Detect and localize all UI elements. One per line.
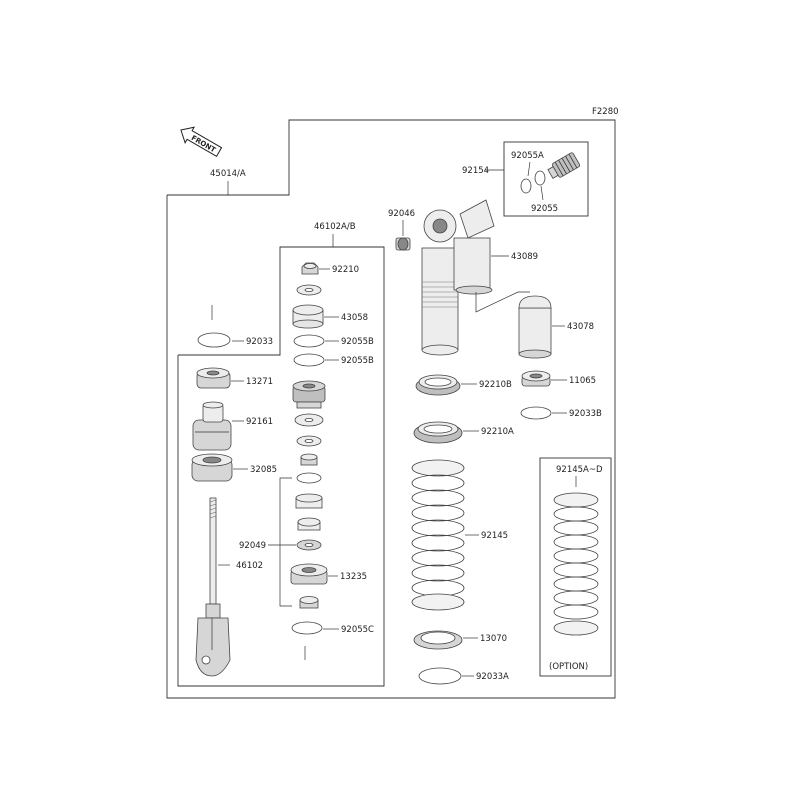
rod-assembly-label: 46102A/B — [314, 222, 356, 232]
assembly-label: 45014/A — [210, 169, 246, 179]
guard-32085 — [191, 453, 233, 482]
bushing-92046 — [395, 237, 411, 251]
svg-text:92145A~D: 92145A~D — [556, 465, 603, 475]
svg-text:92033B: 92033B — [569, 409, 602, 419]
cap-11065 — [521, 370, 551, 387]
svg-text:13235: 13235 — [340, 572, 367, 582]
svg-text:43078: 43078 — [567, 322, 594, 332]
valve-collar — [295, 493, 323, 509]
svg-text:92055: 92055 — [531, 204, 558, 214]
svg-text:92033: 92033 — [246, 337, 273, 347]
adjuster-box — [503, 141, 589, 217]
option-label: (OPTION) — [549, 662, 588, 672]
svg-text:92049: 92049 — [239, 541, 266, 551]
svg-text:32085: 32085 — [250, 465, 277, 475]
circlip-92033 — [197, 332, 231, 348]
svg-text:11065: 11065 — [569, 376, 596, 386]
adjuster-nut-92210a — [413, 421, 463, 444]
circlip-92033b — [520, 406, 552, 420]
svg-text:13271: 13271 — [246, 377, 273, 387]
nut-92210 — [301, 262, 319, 275]
svg-text:92055B: 92055B — [341, 337, 374, 347]
spring-92145 — [411, 459, 465, 611]
svg-text:92210A: 92210A — [481, 427, 514, 437]
o-ring-92055b-2 — [293, 353, 325, 367]
adjuster-valve — [547, 152, 581, 179]
svg-text:46102: 46102 — [236, 561, 263, 571]
nut-stack — [300, 453, 318, 466]
o-ring-92055 — [534, 170, 546, 186]
collar-43058 — [292, 304, 324, 329]
seal-head — [292, 380, 326, 409]
svg-text:92055A: 92055A — [511, 151, 544, 161]
front-arrow-icon: FRONT — [180, 126, 223, 158]
o-ring-92055b-1 — [293, 334, 325, 348]
svg-text:92145: 92145 — [481, 531, 508, 541]
ring-a — [296, 472, 322, 484]
piston-rod-46102 — [195, 497, 231, 677]
piston-13235 — [290, 563, 328, 585]
svg-text:92210B: 92210B — [479, 380, 512, 390]
spacer — [297, 517, 321, 531]
svg-text:92055C: 92055C — [341, 625, 374, 635]
svg-text:43058: 43058 — [341, 313, 368, 323]
svg-text:92055B: 92055B — [341, 356, 374, 366]
circlip-92033a — [418, 667, 462, 685]
svg-text:92033A: 92033A — [476, 672, 509, 682]
svg-text:92161: 92161 — [246, 417, 273, 427]
o-ring-92055c — [291, 621, 323, 635]
svg-text:92046: 92046 — [388, 209, 415, 219]
optional-spring-92145a-d — [553, 492, 599, 636]
svg-text:92210: 92210 — [332, 265, 359, 275]
lock-nut-92210b — [415, 374, 461, 396]
shock-body-43089 — [421, 199, 495, 356]
assembly-outline — [166, 119, 616, 699]
svg-text:92154: 92154 — [462, 166, 489, 176]
reservoir-43078 — [518, 295, 552, 359]
svg-text:43089: 43089 — [511, 252, 538, 262]
cap-13271 — [196, 367, 231, 389]
spring-seat-13070 — [413, 630, 463, 650]
o-ring-92055a — [520, 178, 532, 194]
svg-text:13070: 13070 — [480, 634, 507, 644]
bump-rubber-92161 — [192, 401, 232, 451]
option-box — [539, 457, 612, 677]
figure-code: F2280 — [592, 107, 619, 117]
rod-assembly-outline — [177, 246, 385, 687]
lower-nut — [299, 596, 319, 609]
